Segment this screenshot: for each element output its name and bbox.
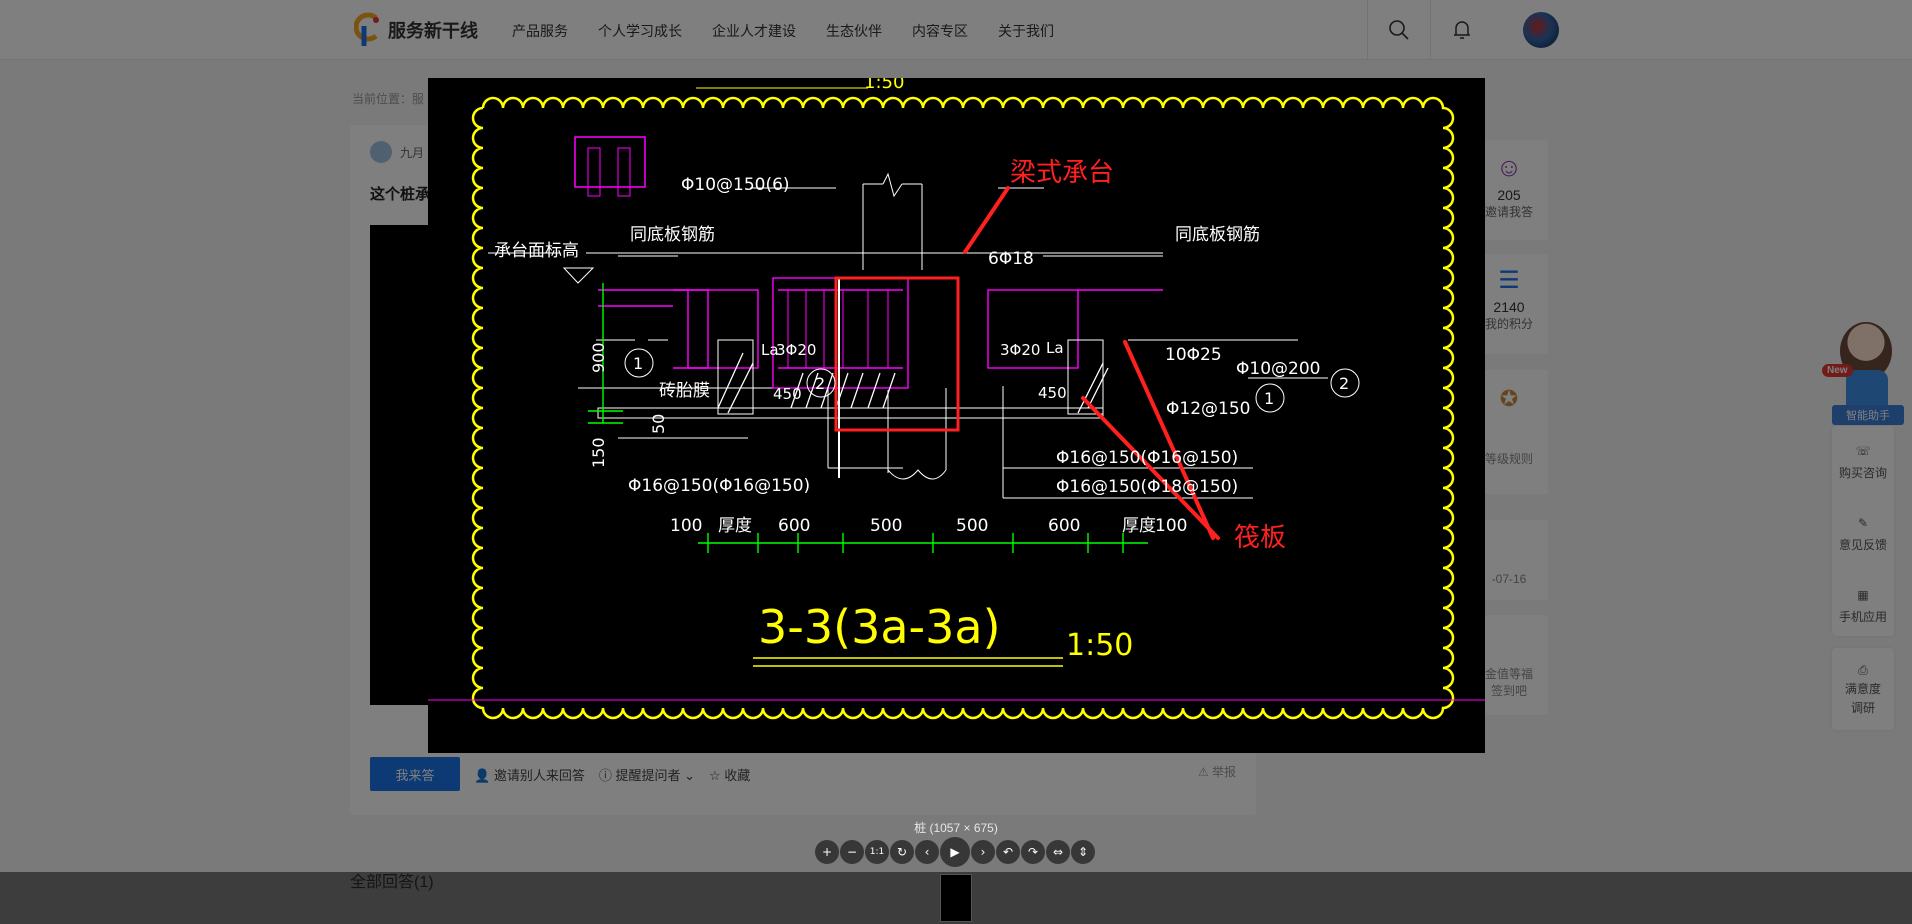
circle-label-1b: 1 <box>1264 389 1274 408</box>
zoom-out-button[interactable]: − <box>840 840 864 864</box>
dim-150: 150 <box>589 437 608 468</box>
dim-label: 500 <box>870 516 902 536</box>
image-viewer-canvas[interactable]: 1:50 <box>428 78 1485 753</box>
label-3020-right: 3Φ20 <box>1000 341 1040 359</box>
label-same-bottom-left: 同底板钢筋 <box>630 225 715 245</box>
label-10phi25: 10Φ25 <box>1165 345 1222 365</box>
prev-button[interactable]: ‹ <box>915 840 939 864</box>
viewer-thumbnail[interactable] <box>940 874 972 922</box>
label-phi10-200: Φ10@200 <box>1236 359 1320 379</box>
dim-label: 500 <box>956 516 988 536</box>
next-button[interactable]: › <box>971 840 995 864</box>
zoom-in-button[interactable]: + <box>815 840 839 864</box>
dim-label: 厚度 <box>1122 516 1156 536</box>
label-bottom-right-1: Φ16@150(Φ16@150) <box>1056 448 1238 468</box>
dim-label: 厚度 <box>718 516 752 536</box>
label-raft: 筏板 <box>1234 523 1286 553</box>
play-button[interactable]: ▶ <box>940 837 970 867</box>
cad-drawing: 1:50 <box>428 78 1485 753</box>
dim-label: 600 <box>1048 516 1080 536</box>
dim-50: 50 <box>649 414 668 434</box>
viewer-caption: 桩 (1057 × 675) <box>914 821 998 835</box>
flip-vertical-button[interactable]: ⇕ <box>1071 840 1095 864</box>
label-3020-left: 3Φ20 <box>776 341 816 359</box>
label-bottom-left: Φ16@150(Φ16@150) <box>628 476 810 496</box>
label-hoop: Φ10@150(6) <box>681 175 790 195</box>
label-bottom-right-2: Φ16@150(Φ18@150) <box>1056 477 1238 497</box>
dim-label: 600 <box>778 516 810 536</box>
dim-900: 900 <box>589 342 608 373</box>
reset-button[interactable]: ↻ <box>890 840 914 864</box>
rotate-left-button[interactable]: ↶ <box>996 840 1020 864</box>
viewer-toolbar: + − 1:1 ↻ ‹ ▶ › ↶ ↷ ⇔ ⇕ <box>815 837 1095 867</box>
label-450-left: 450 <box>773 385 802 403</box>
label-same-bottom-right: 同底板钢筋 <box>1175 225 1260 245</box>
label-450-right: 450 <box>1038 384 1067 402</box>
label-la-left: La <box>761 341 779 359</box>
flip-horizontal-button[interactable]: ⇔ <box>1046 840 1070 864</box>
one-to-one-button[interactable]: 1:1 <box>865 840 889 864</box>
circle-label-1: 1 <box>633 354 643 373</box>
circle-label-2b: 2 <box>1339 374 1349 393</box>
label-la-right: La <box>1046 339 1064 357</box>
rotate-right-button[interactable]: ↷ <box>1021 840 1045 864</box>
label-phi12-150: Φ12@150 <box>1166 399 1250 419</box>
section-scale: 1:50 <box>1066 628 1133 663</box>
scale-top: 1:50 <box>864 78 904 93</box>
dim-label: 100 <box>670 516 702 536</box>
label-top-bars: 6Φ18 <box>988 249 1034 269</box>
revision-cloud <box>471 96 1455 720</box>
label-beam-cap: 梁式承台 <box>1010 158 1114 188</box>
section-title: 3-3(3a-3a) <box>758 600 1001 654</box>
label-cap-elevation: 承台面标高 <box>494 241 579 261</box>
label-brick-mold: 砖胎膜 <box>659 381 710 401</box>
dim-label: 100 <box>1155 516 1187 536</box>
circle-label-2: 2 <box>815 374 825 393</box>
